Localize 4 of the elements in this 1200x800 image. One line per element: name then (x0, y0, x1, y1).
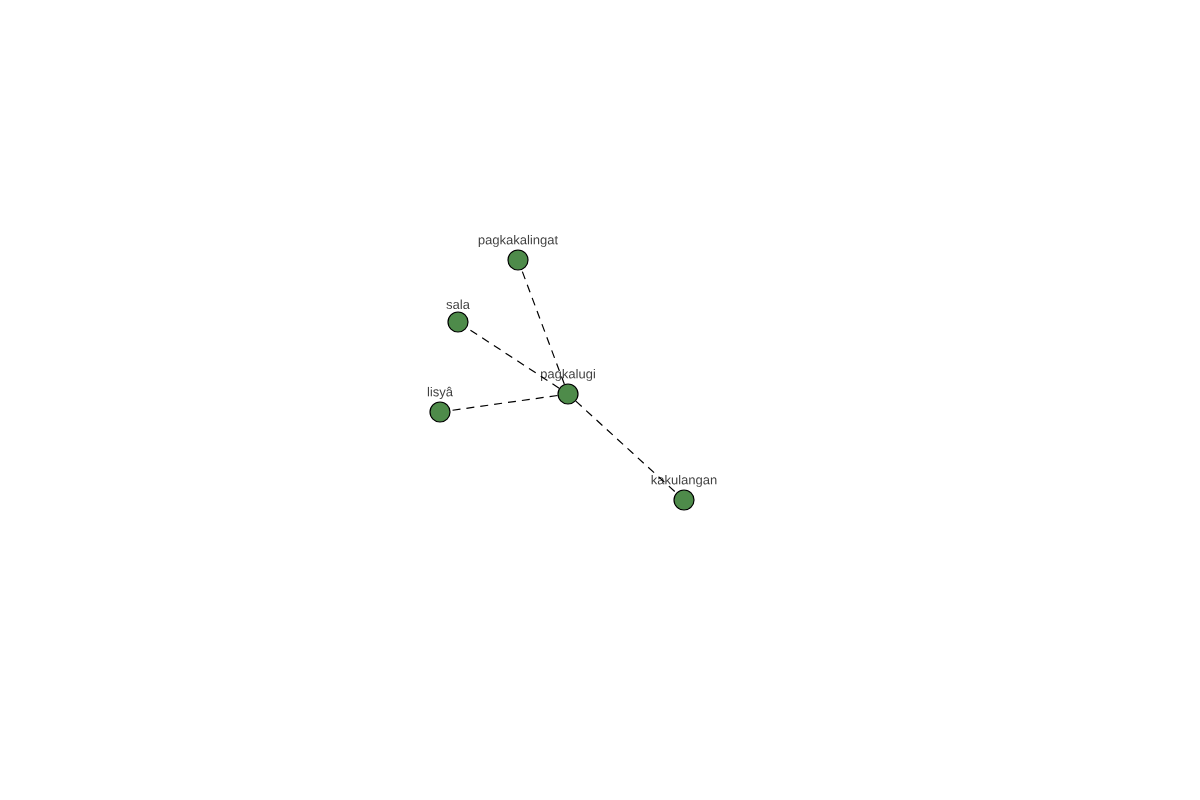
dashed-line (449, 394, 559, 412)
dashed-line (575, 400, 677, 494)
dashed-line (521, 269, 565, 385)
dashed-line (466, 327, 560, 389)
